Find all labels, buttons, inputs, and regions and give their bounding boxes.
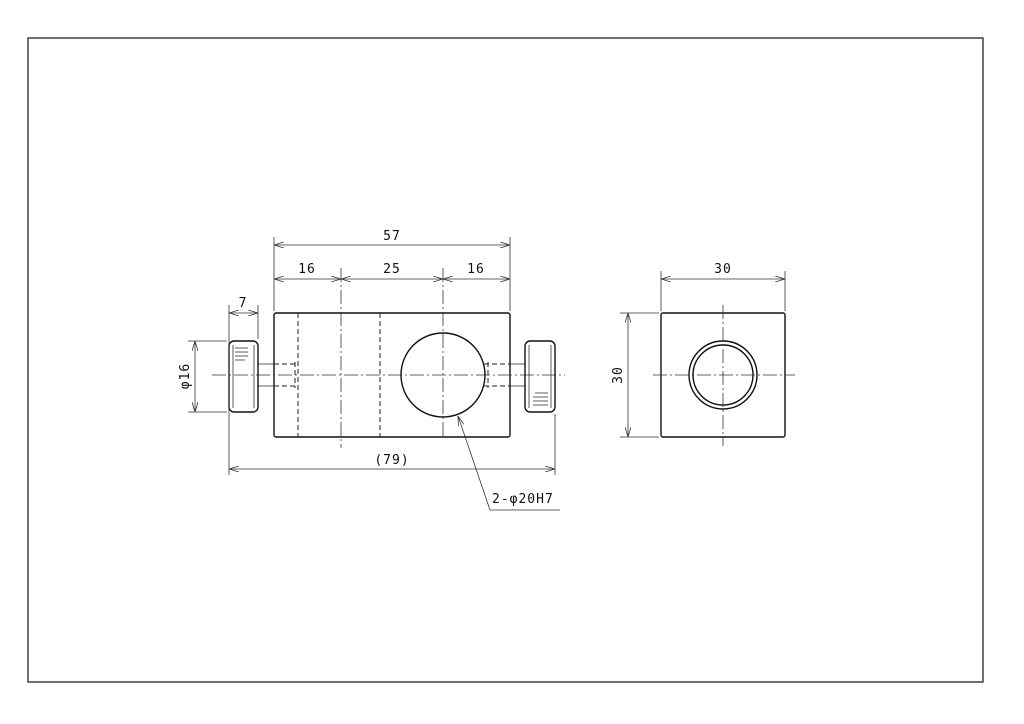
dim-right-segment: 16	[467, 262, 485, 277]
dim-overall-width: 57	[383, 229, 401, 244]
side-view: 30 30	[611, 262, 795, 446]
dim-total-length: (79)	[374, 453, 409, 468]
dim-knob-diameter: φ16	[178, 363, 193, 389]
dim-side-width: 30	[714, 262, 732, 277]
front-view: 57 16 25 16 7 φ16 (79) 2-φ20H7	[178, 229, 565, 511]
dim-knob-width: 7	[239, 296, 248, 311]
drawing-border	[27, 37, 984, 683]
dim-left-segment: 16	[298, 262, 316, 277]
right-knob	[524, 340, 556, 413]
hole-callout: 2-φ20H7	[492, 492, 554, 507]
bore-hole	[400, 332, 486, 418]
dim-side-height: 30	[611, 366, 626, 384]
dim-middle-segment: 25	[383, 262, 401, 277]
